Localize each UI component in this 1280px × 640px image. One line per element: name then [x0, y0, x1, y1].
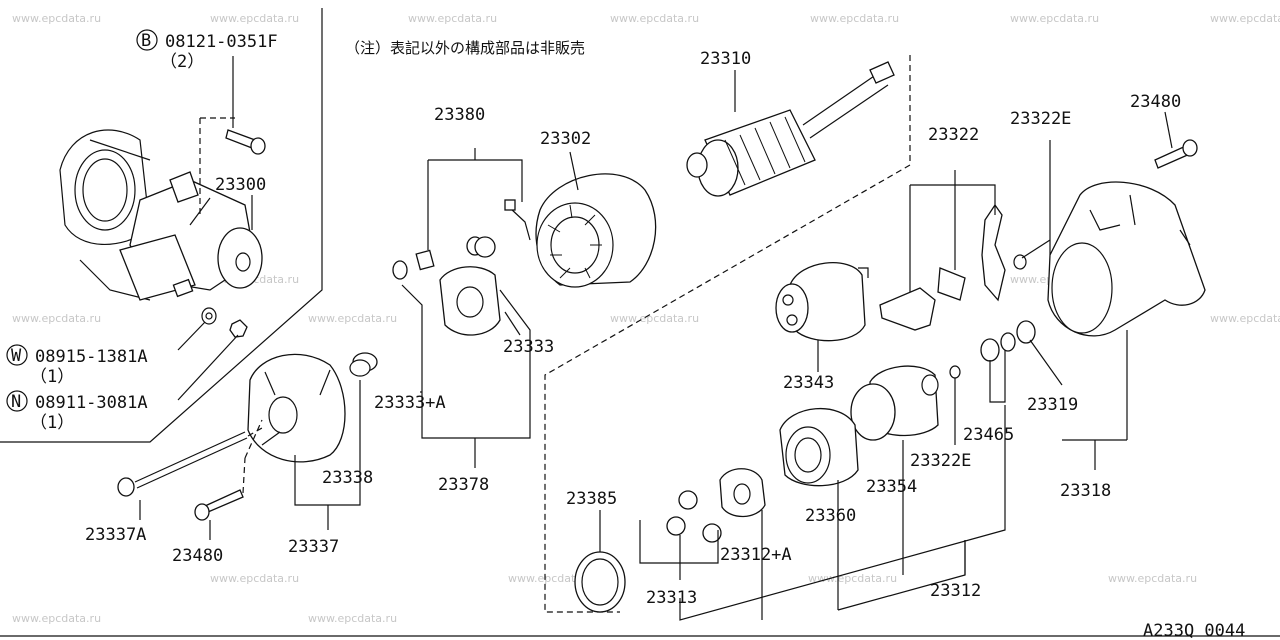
- watermark: www.epcdata.ru: [308, 312, 397, 325]
- diagram-code: A233Q 0044: [1143, 621, 1245, 640]
- watermark: www.epcdata.ru: [808, 572, 897, 585]
- seal-drawing: [574, 551, 626, 613]
- watermark: www.epcdata.ru: [610, 12, 699, 25]
- bolt-23480-top-drawing: [1154, 139, 1198, 169]
- bolt-b-symbol: B: [141, 31, 151, 51]
- label-23333: 23333: [503, 337, 554, 357]
- nut-n-callout: N 08911-3081A （1）: [6, 390, 148, 433]
- label-23312: 23312: [930, 581, 981, 601]
- label-23312a: 23312+A: [720, 545, 792, 565]
- label-23322e-top: 23322E: [1010, 109, 1071, 129]
- label-23480-top: 23480: [1130, 92, 1181, 112]
- nut-drawing: [229, 319, 248, 338]
- label-23310: 23310: [700, 49, 751, 69]
- bolt-b-drawing: [199, 56, 266, 215]
- nut-n-part-number: 08911-3081A: [35, 393, 148, 413]
- yoke-drawing: [504, 173, 657, 288]
- watermark: www.epcdata.ru: [12, 12, 101, 25]
- brush-holder-drawing: [392, 236, 501, 336]
- watermark: www.epcdata.ru: [210, 12, 299, 25]
- watermark: www.epcdata.ru: [12, 612, 101, 625]
- shift-lever-drawing: [879, 203, 1027, 331]
- watermark: www.epcdata.ru: [1108, 572, 1197, 585]
- label-23480-bottom: 23480: [172, 546, 223, 566]
- label-23313: 23313: [646, 588, 697, 608]
- rings-drawing: [949, 320, 1036, 379]
- watermark: www.epcdata.ru: [610, 312, 699, 325]
- label-23385: 23385: [566, 489, 617, 509]
- watermark: www.epcdata.ru: [810, 12, 899, 25]
- watermark: www.epcdata.ru: [210, 572, 299, 585]
- label-23465: 23465: [963, 425, 1014, 445]
- watermark: www.epcdata.ru: [308, 612, 397, 625]
- label-23337: 23337: [288, 537, 339, 557]
- nut-n-quantity: （1）: [30, 413, 74, 433]
- label-23354: 23354: [866, 477, 917, 497]
- bolt-b-part-number: 08121-0351F: [165, 32, 278, 52]
- pinion-drawing: [850, 365, 939, 441]
- bolt-b-callout: B 08121-0351F （2）: [136, 29, 278, 72]
- through-bolt-drawing: [117, 427, 263, 497]
- screw-23480-drawing: [194, 419, 263, 521]
- rear-cover-drawing: [247, 352, 378, 463]
- label-23322: 23322: [928, 125, 979, 145]
- washer-w-callout: W 08915-1381A （1）: [6, 344, 148, 387]
- panel-border: [0, 8, 323, 443]
- label-23343: 23343: [783, 373, 834, 393]
- bolt-b-quantity: （2）: [160, 52, 204, 72]
- label-23319: 23319: [1027, 395, 1078, 415]
- label-23360: 23360: [805, 506, 856, 526]
- gear-shaft-drawing: [719, 468, 766, 518]
- label-23300: 23300: [215, 175, 266, 195]
- armature-enclosure: [544, 55, 911, 613]
- washer-w-part-number: 08915-1381A: [35, 347, 148, 367]
- engine-mount-drawing: [59, 129, 263, 301]
- label-23318: 23318: [1060, 481, 1111, 501]
- sales-note: （注）表記以外の構成部品は非販売: [345, 39, 585, 57]
- label-23380: 23380: [434, 105, 485, 125]
- clutch-drawing: [779, 407, 859, 487]
- watermark: www.epcdata.ru: [1010, 12, 1099, 25]
- watermark: www.epcdata.ru: [1210, 312, 1280, 325]
- solenoid-drawing: [775, 262, 869, 342]
- part-labels: 23300 23310 23380 23302 23322 23322E 234…: [85, 49, 1181, 608]
- label-23333a: 23333+A: [374, 393, 446, 413]
- watermark: www.epcdata.ru: [12, 312, 101, 325]
- label-23337a: 23337A: [85, 525, 146, 545]
- armature-drawing: [686, 61, 895, 197]
- label-23378: 23378: [438, 475, 489, 495]
- washer-w-symbol: W: [11, 346, 22, 366]
- washer-w-quantity: （1）: [30, 367, 74, 387]
- nut-n-symbol: N: [11, 392, 21, 412]
- watermark: www.epcdata.ru: [408, 12, 497, 25]
- drive-housing-drawing: [1047, 181, 1206, 337]
- label-23302: 23302: [540, 129, 591, 149]
- label-23338: 23338: [322, 468, 373, 488]
- watermark: www.epcdata.ru: [1210, 12, 1280, 25]
- planet-gears-drawing: [666, 490, 722, 543]
- label-23322e-mid: 23322E: [910, 451, 971, 471]
